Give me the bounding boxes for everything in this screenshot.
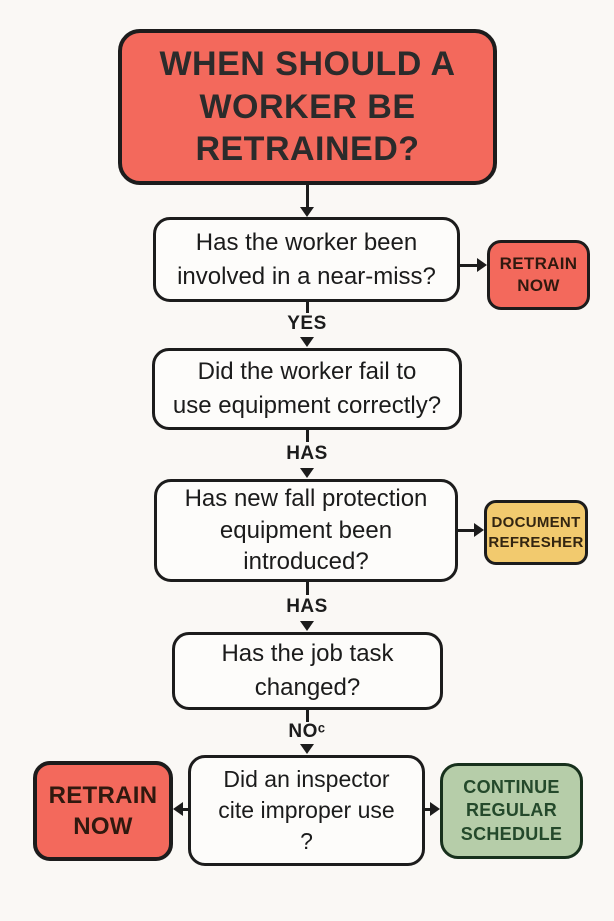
arrowhead-down-icon (300, 468, 314, 478)
question-job-task-box: Has the job task changed? (172, 632, 443, 710)
retrain-now-bottom-box: RETRAIN NOW (33, 761, 173, 861)
edge-label-no: NOᶜ (288, 721, 326, 742)
connector-q5-to-continue (425, 808, 431, 811)
question-new-equipment-box: Has new fall protection equipment been i… (154, 479, 458, 582)
connector-q3-to-q4 (306, 582, 309, 595)
continue-schedule-box: CONTINUE REGULAR SCHEDULE (440, 763, 583, 859)
arrowhead-down-icon (300, 207, 314, 217)
question-inspector-box: Did an inspector cite improper use ? (188, 755, 425, 866)
connector-title-to-q1 (306, 185, 309, 208)
arrowhead-right-icon (477, 258, 487, 272)
document-refresher-box: DOCUMENT REFRESHER (484, 500, 588, 565)
arrowhead-right-icon (474, 523, 484, 537)
connector-q4-to-q5 (306, 710, 309, 722)
arrowhead-down-icon (300, 621, 314, 631)
connector-q1-to-q2 (306, 302, 309, 313)
arrowhead-right-icon (430, 802, 440, 816)
connector-q5-to-retrain (182, 808, 188, 811)
question-equipment-fail-box: Did the worker fail to use equipment cor… (152, 348, 462, 430)
arrowhead-down-icon (300, 744, 314, 754)
title-box: WHEN SHOULD A WORKER BE RETRAINED? (118, 29, 497, 185)
edge-label-has-2: HAS (286, 596, 328, 617)
arrowhead-left-icon (173, 802, 183, 816)
retrain-now-top-box: RETRAIN NOW (487, 240, 590, 310)
edge-label-has-1: HAS (286, 443, 328, 464)
connector-q1-to-retrain (460, 264, 479, 267)
edge-label-yes: YES (287, 313, 327, 334)
arrowhead-down-icon (300, 337, 314, 347)
question-near-miss-box: Has the worker been involved in a near-m… (153, 217, 460, 302)
connector-q3-to-document (458, 529, 475, 532)
connector-q2-to-q3 (306, 430, 309, 442)
